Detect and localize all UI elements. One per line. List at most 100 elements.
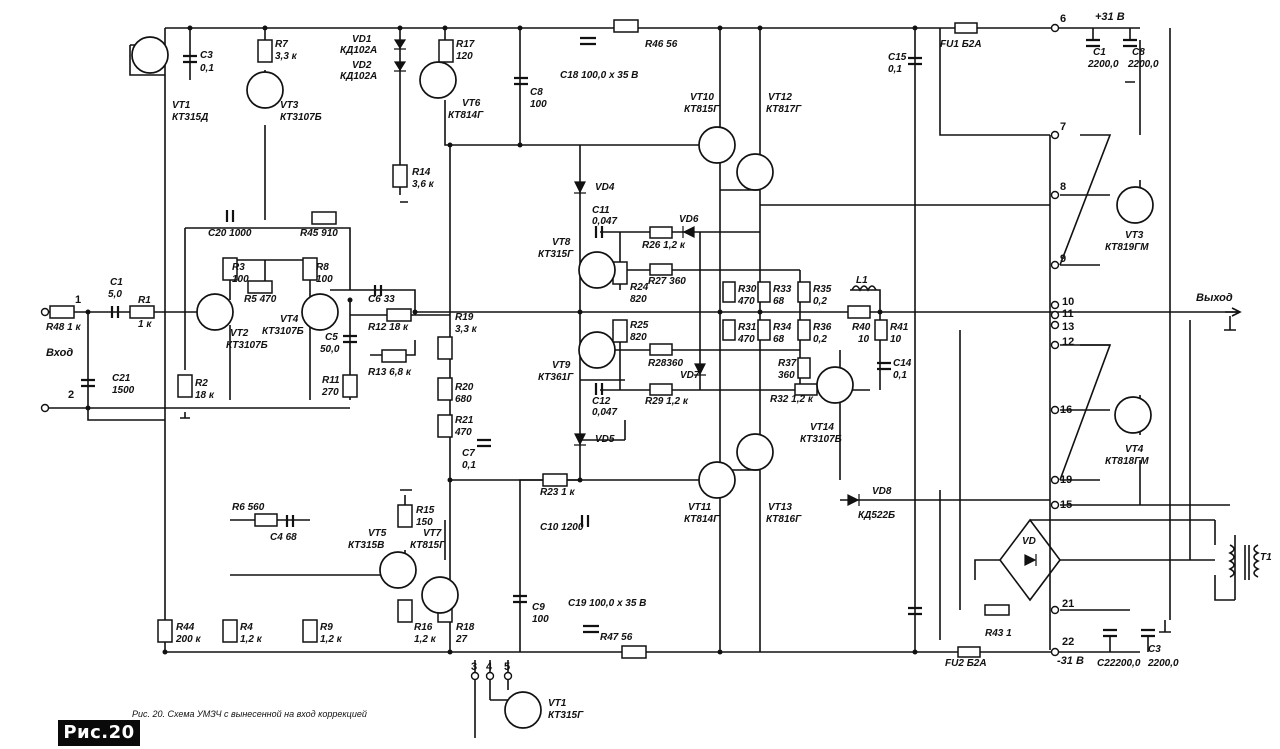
comp-r43: R43 1 <box>985 628 1012 639</box>
pin-label: 6 <box>1060 13 1066 25</box>
comp-r6: R6 560 <box>232 502 265 513</box>
comp-c2-power: C22200,0 <box>1097 658 1141 669</box>
pin-label: 22 <box>1062 636 1074 648</box>
pin-label: 16 <box>1060 404 1072 416</box>
comp-c18: C18 100,0 x 35 В <box>560 70 638 81</box>
ground-symbols <box>180 81 1236 633</box>
inductor-and-transformer <box>851 285 1260 580</box>
comp-vd4: VD4 <box>595 182 615 193</box>
comp-vd: VD <box>1022 536 1036 547</box>
pin-label: 1 <box>75 294 81 306</box>
comp-r48: R48 1 к <box>46 322 81 333</box>
connector-pads <box>40 23 1060 681</box>
figure-badge: Рис.20 <box>58 720 140 746</box>
comp-r47: R47 56 <box>600 632 633 643</box>
comp-r45: R45 910 <box>300 228 338 239</box>
figure-caption: Рис. 20. Схема УМЗЧ с вынесенной на вход… <box>132 709 367 719</box>
pin-label: 19 <box>1060 474 1072 486</box>
comp-r32: R32 1,2 к <box>770 394 814 405</box>
pin-label: 9 <box>1060 253 1066 265</box>
comp-r27: R27 360 <box>648 276 686 287</box>
comp-c10: C10 1200 <box>540 522 584 533</box>
pin-label: 10 <box>1062 296 1074 308</box>
diodes <box>393 39 1037 566</box>
pin-label: 5 <box>504 661 510 673</box>
output-arrow <box>1225 307 1242 317</box>
pin-label: 15 <box>1060 499 1072 511</box>
comp-r29: R29 1,2 к <box>645 396 689 407</box>
comp-r46: R46 56 <box>645 39 678 50</box>
comp-l1: L1 <box>856 275 868 286</box>
comp-r13: R13 6,8 к <box>368 367 412 378</box>
comp-r23: R23 1 к <box>540 487 575 498</box>
transistors <box>131 36 1154 729</box>
comp-fu1: FU1 Б2А <box>940 39 982 50</box>
pin-label: 12 <box>1062 336 1074 348</box>
pin-label: 4 <box>486 661 493 673</box>
io-label-pos-rail: +31 В <box>1095 11 1125 23</box>
pin-label: 13 <box>1062 321 1074 333</box>
comp-r26: R26 1,2 к <box>642 240 686 251</box>
comp-c4: C4 68 <box>270 532 297 543</box>
capacitors <box>81 36 1155 638</box>
comp-c6: C6 33 <box>368 294 395 305</box>
io-label-output: Выход <box>1196 292 1233 304</box>
comp-r28: R28360 <box>648 358 683 369</box>
comp-vd7: VD7 <box>680 370 700 381</box>
comp-r12: R12 18 к <box>368 322 409 333</box>
pin-label: 2 <box>68 389 74 401</box>
junctions <box>85 25 918 655</box>
